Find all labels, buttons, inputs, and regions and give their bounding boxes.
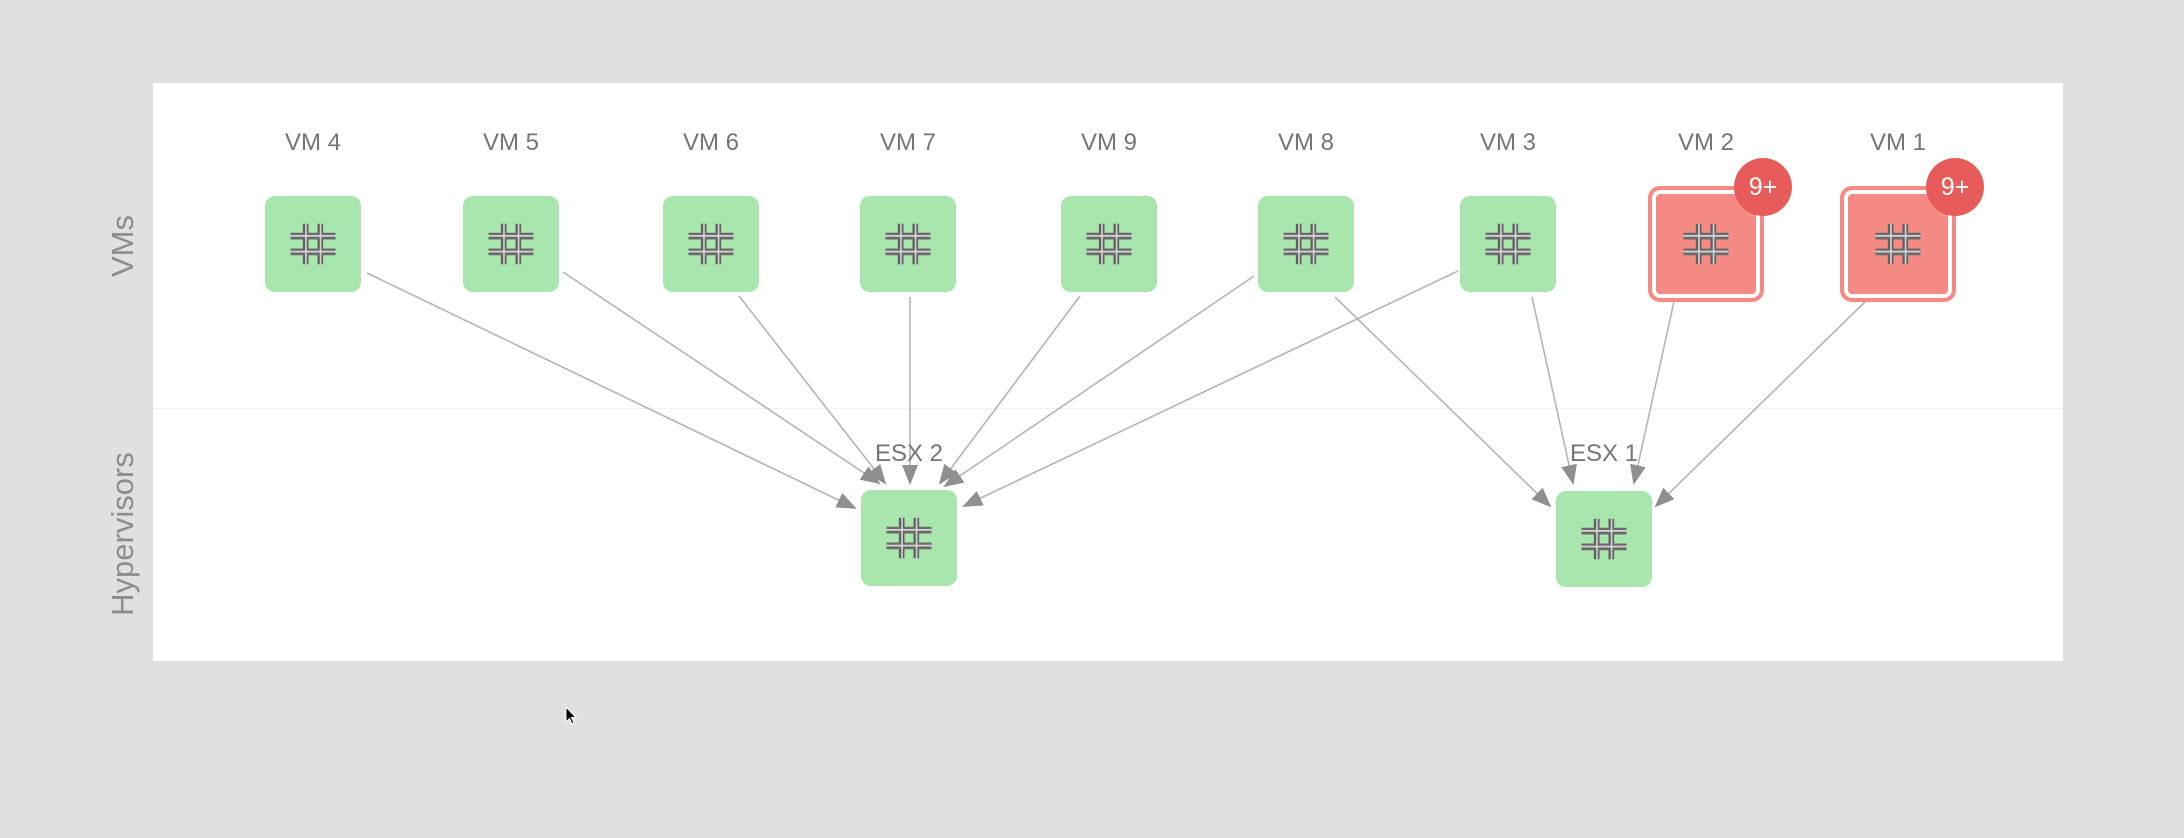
network-hub-icon <box>488 223 534 265</box>
network-hub-icon <box>886 517 932 559</box>
vm-node-vm3[interactable] <box>1460 196 1556 292</box>
hypervisor-node-esx2[interactable] <box>861 490 957 586</box>
alert-count-badge: 9+ <box>1734 158 1792 216</box>
alert-node-body <box>1660 198 1752 290</box>
node-label-vm7: VM 7 <box>879 129 936 156</box>
vm-node-vm6[interactable] <box>663 196 759 292</box>
vm-node-vm9[interactable] <box>1061 196 1157 292</box>
row-label-vms: VMs <box>105 215 140 277</box>
vm-node-vm5[interactable] <box>463 196 559 292</box>
alert-count-badge: 9+ <box>1926 158 1984 216</box>
vm-node-vm4[interactable] <box>265 196 361 292</box>
node-label-esx2: ESX 2 <box>874 440 944 467</box>
row-label-hypervisors: Hypervisors <box>105 452 140 616</box>
network-hub-icon <box>885 223 931 265</box>
vm-node-vm2[interactable]: 9+ <box>1648 158 1792 302</box>
network-hub-icon <box>1581 518 1627 560</box>
node-label-vm9: VM 9 <box>1080 129 1137 156</box>
mouse-pointer-icon <box>565 706 578 725</box>
node-label-vm1: VM 1 <box>1869 129 1926 156</box>
vm-node-vm7[interactable] <box>860 196 956 292</box>
node-label-vm3: VM 3 <box>1479 129 1536 156</box>
vm-node-vm1[interactable]: 9+ <box>1840 158 1984 302</box>
hypervisor-node-esx1[interactable] <box>1556 491 1652 587</box>
node-label-vm8: VM 8 <box>1277 129 1334 156</box>
node-label-vm6: VM 6 <box>682 129 739 156</box>
vm-node-vm8[interactable] <box>1258 196 1354 292</box>
node-label-vm5: VM 5 <box>482 129 539 156</box>
network-hub-icon <box>1086 223 1132 265</box>
node-label-vm2: VM 2 <box>1677 129 1734 156</box>
row-divider <box>153 408 2063 409</box>
network-hub-icon <box>1283 223 1329 265</box>
node-label-esx1: ESX 1 <box>1569 440 1639 467</box>
network-hub-icon <box>688 223 734 265</box>
network-hub-icon <box>1485 223 1531 265</box>
node-label-vm4: VM 4 <box>284 129 341 156</box>
network-hub-icon <box>290 223 336 265</box>
alert-node-body <box>1852 198 1944 290</box>
network-hub-icon <box>1683 223 1729 265</box>
network-hub-icon <box>1875 223 1921 265</box>
